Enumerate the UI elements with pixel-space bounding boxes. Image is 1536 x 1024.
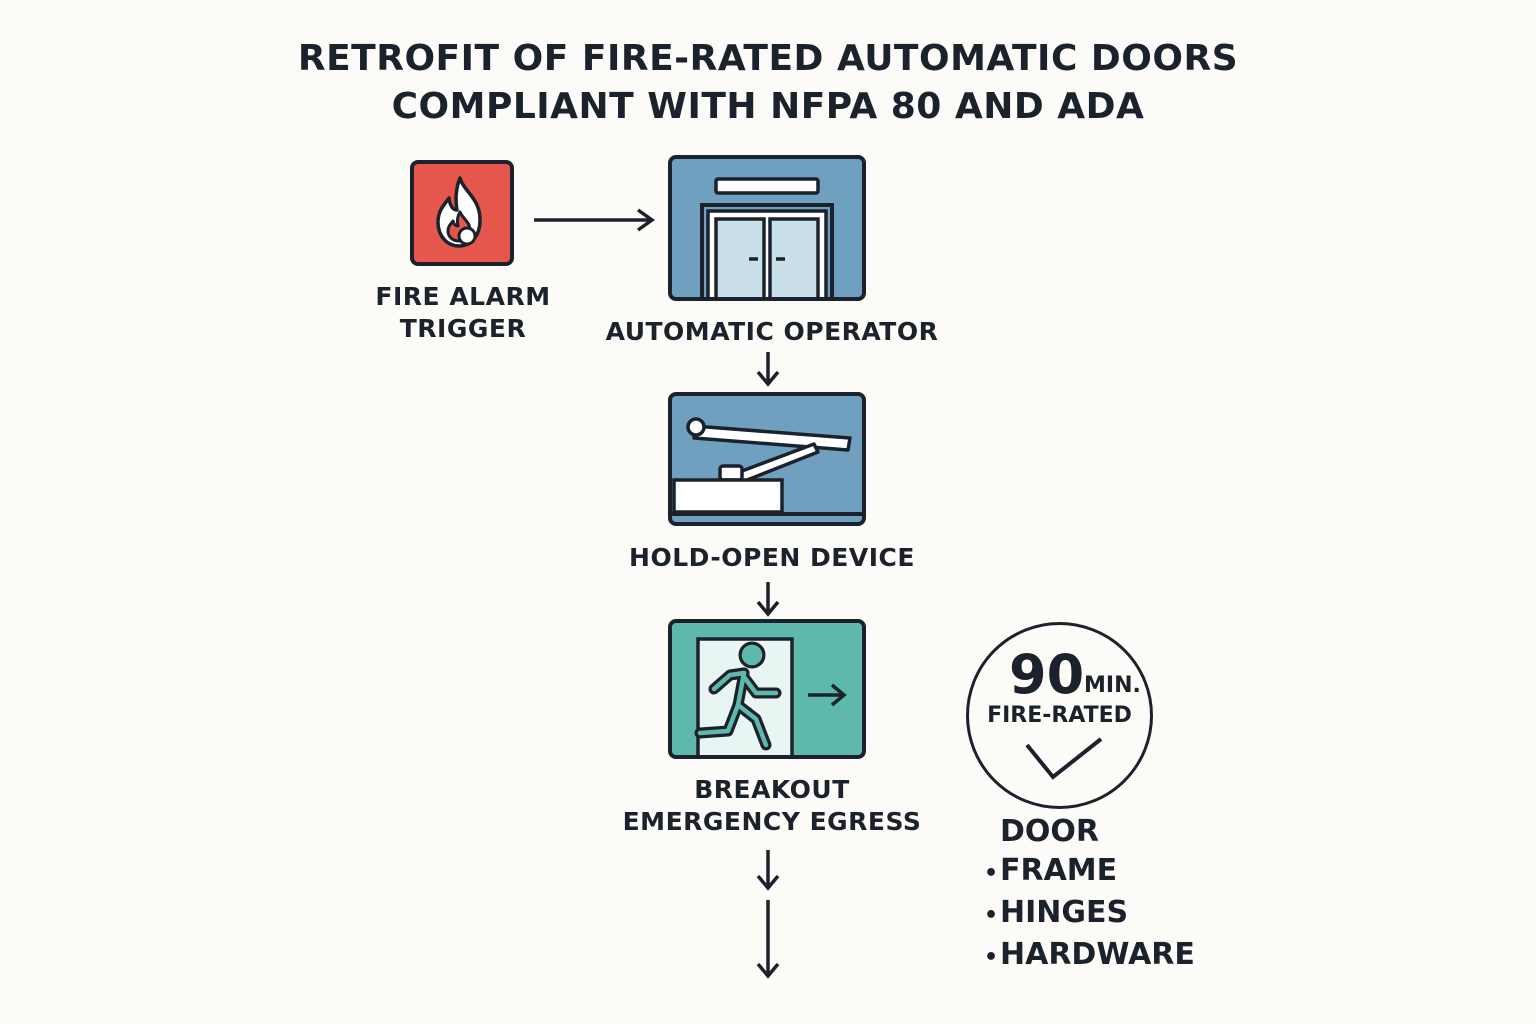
arrow-alarm-to-operator	[530, 205, 660, 235]
fire-alarm-box	[410, 160, 514, 266]
automatic-operator-label: AUTOMATIC OPERATOR	[605, 317, 939, 346]
breakout-egress-label: BREAKOUT EMERGENCY EGRESS	[590, 774, 954, 838]
running-exit-icon	[694, 637, 847, 755]
list-item: •HINGES	[984, 893, 1195, 935]
page-title-line-2: COMPLIANT WITH NFPA 80 AND ADA	[391, 86, 1145, 127]
fire-icon	[436, 176, 482, 248]
rating-unit: MIN.	[1084, 673, 1141, 698]
automatic-operator-box	[668, 155, 866, 301]
hold-open-device-box	[668, 392, 866, 526]
breakout-label-line-2: EMERGENCY EGRESS	[622, 807, 922, 836]
arrow-operator-to-hold-open	[753, 350, 783, 388]
hold-open-device-label: HOLD-OPEN DEVICE	[629, 543, 915, 572]
arrow-below-breakout-short	[753, 848, 783, 892]
fire-rated-components-list: DOOR •FRAME •HINGES •HARDWARE	[984, 812, 1195, 977]
bullet: •	[984, 861, 999, 886]
breakout-egress-box	[668, 619, 866, 759]
list-heading: DOOR	[1000, 814, 1100, 849]
fire-rating-badge: 90 MIN. FIRE-RATED	[966, 622, 1153, 809]
arrow-hold-open-to-breakout	[753, 580, 783, 618]
fire-alarm-label-line-1: FIRE ALARM	[375, 282, 551, 311]
list-item: •HARDWARE	[984, 935, 1195, 977]
list-item-frame: FRAME	[1000, 853, 1118, 888]
list-item: •FRAME	[984, 851, 1195, 893]
rating-label: FIRE-RATED	[987, 703, 1132, 728]
breakout-label-line-1: BREAKOUT	[694, 775, 850, 804]
check-icon	[1025, 737, 1103, 780]
list-item-hardware: HARDWARE	[1000, 937, 1195, 972]
bullet: •	[984, 945, 999, 970]
bullet: •	[984, 903, 999, 928]
page-title-line-1: RETROFIT OF FIRE-RATED AUTOMATIC DOORS	[297, 38, 1239, 79]
list-item-hinges: HINGES	[1000, 895, 1129, 930]
fire-alarm-label: FIRE ALARM TRIGGER	[370, 281, 556, 345]
fire-alarm-label-line-2: TRIGGER	[399, 314, 527, 343]
door-closer-arm-icon	[672, 417, 862, 516]
arrow-below-breakout-long	[753, 898, 783, 980]
sliding-door-icon	[700, 177, 834, 297]
rating-minutes: 90	[1009, 643, 1085, 706]
